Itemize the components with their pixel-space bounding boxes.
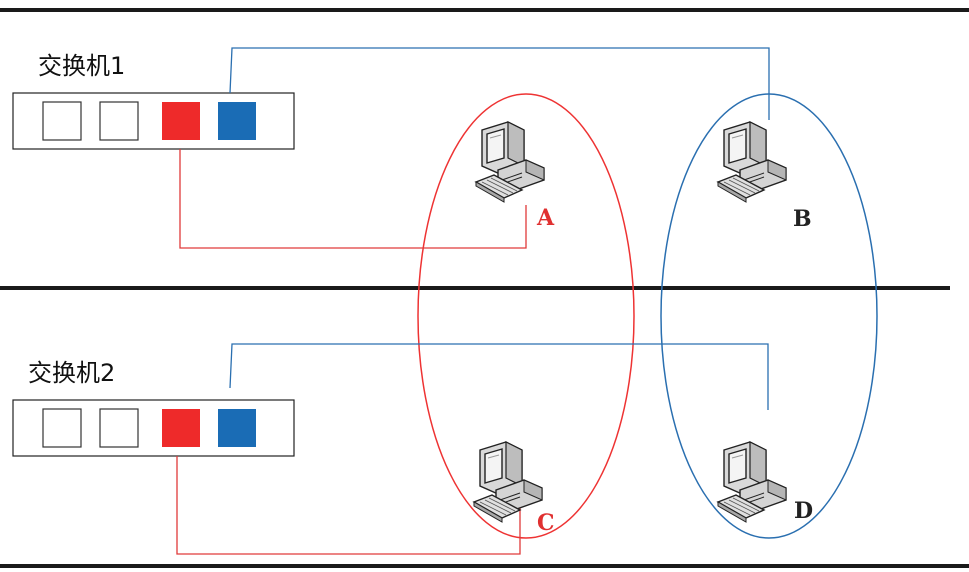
link-sw2-red-to-c — [176, 456, 521, 555]
switch-2-port-blue[interactable] — [218, 409, 256, 447]
switch-2-port-2[interactable] — [99, 408, 139, 448]
computer-a-icon[interactable] — [475, 121, 545, 203]
switch-1-port-2[interactable] — [99, 101, 139, 141]
switch-1-port-red[interactable] — [162, 102, 200, 140]
computer-d-label: D — [794, 498, 813, 524]
computer-b-icon[interactable] — [717, 121, 787, 203]
computer-d-icon[interactable] — [717, 441, 787, 523]
computer-c-icon[interactable] — [473, 441, 543, 523]
switch-2-label: 交换机2 — [28, 359, 115, 387]
switch-1-label: 交换机1 — [38, 52, 125, 80]
separator-top — [0, 8, 969, 12]
separator-bottom — [0, 564, 969, 568]
switch-1-port-1[interactable] — [42, 101, 82, 141]
computer-c-label: C — [537, 510, 555, 536]
link-sw2-blue-to-d — [229, 343, 769, 410]
link-sw1-blue-to-b — [229, 47, 770, 120]
link-sw1-red-to-a — [179, 149, 527, 249]
vlan-red-ellipse — [417, 93, 635, 539]
computer-b-label: B — [793, 206, 812, 232]
computer-a-label: A — [536, 205, 555, 231]
switch-2-port-1[interactable] — [42, 408, 82, 448]
switch-2-port-red[interactable] — [162, 409, 200, 447]
separator-middle — [0, 286, 950, 290]
switch-1-port-blue[interactable] — [218, 102, 256, 140]
